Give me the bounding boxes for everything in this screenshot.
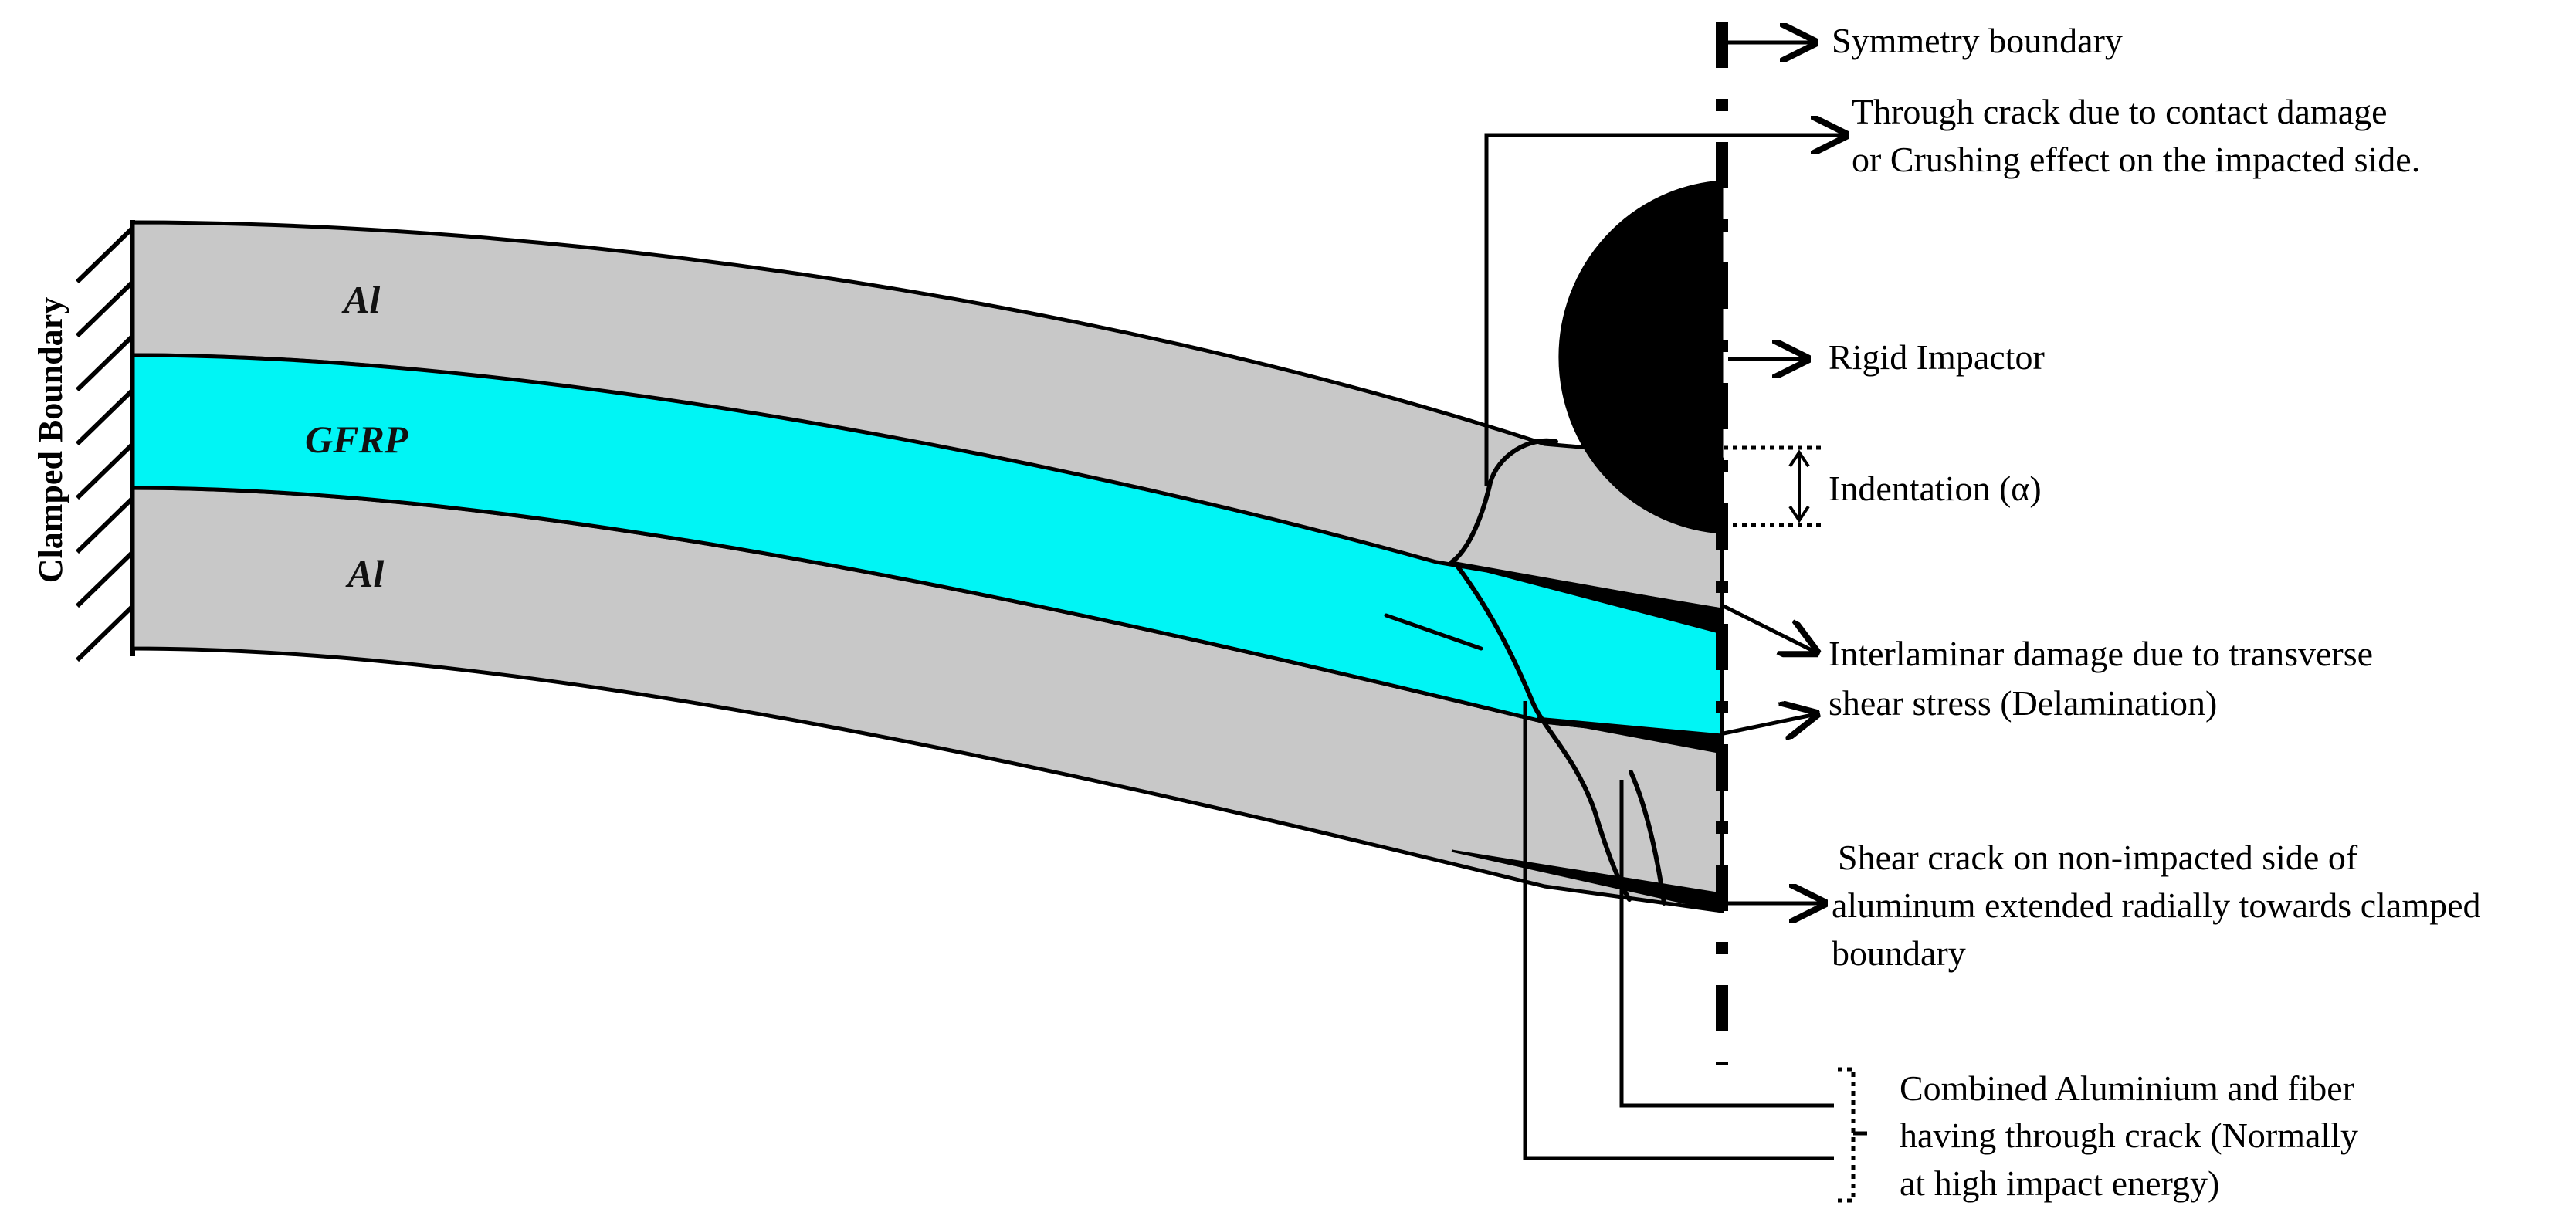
top-al-label: Al [341,278,380,321]
interlaminar-line2: shear stress (Delamination) [1829,683,2217,723]
symmetry-boundary-label: Symmetry boundary [1832,21,2123,60]
indentation-label: Indentation (α) [1829,469,2042,508]
bottom-al-label: Al [345,552,384,595]
combined-crack-line3: at high impact energy) [1900,1163,2219,1203]
shear-crack-line2: aluminum extended radially towards clamp… [1832,886,2481,925]
shear-crack-line3: boundary [1832,933,1966,973]
leader-lines [1484,42,1867,1203]
through-crack-line1: Through crack due to contact damage [1852,92,2388,131]
clamped-boundary-label: Clamped Boundary [32,297,69,583]
rigid-impactor [1558,180,1724,534]
combined-crack-line1: Combined Aluminium and fiber [1900,1069,2354,1108]
indentation-marker [1724,445,1822,527]
shear-crack-line1: Shear crack on non-impacted side of [1838,838,2358,877]
gfrp-label: GFRP [305,418,408,461]
interlaminar-line1: Interlaminar damage due to transverse [1829,634,2373,673]
combined-crack-line2: having through crack (Normally [1900,1116,2358,1155]
clamped-boundary-hatch [75,220,135,662]
rigid-impactor-label: Rigid Impactor [1829,337,2045,377]
through-crack-line2: or Crushing effect on the impacted side. [1852,140,2420,179]
